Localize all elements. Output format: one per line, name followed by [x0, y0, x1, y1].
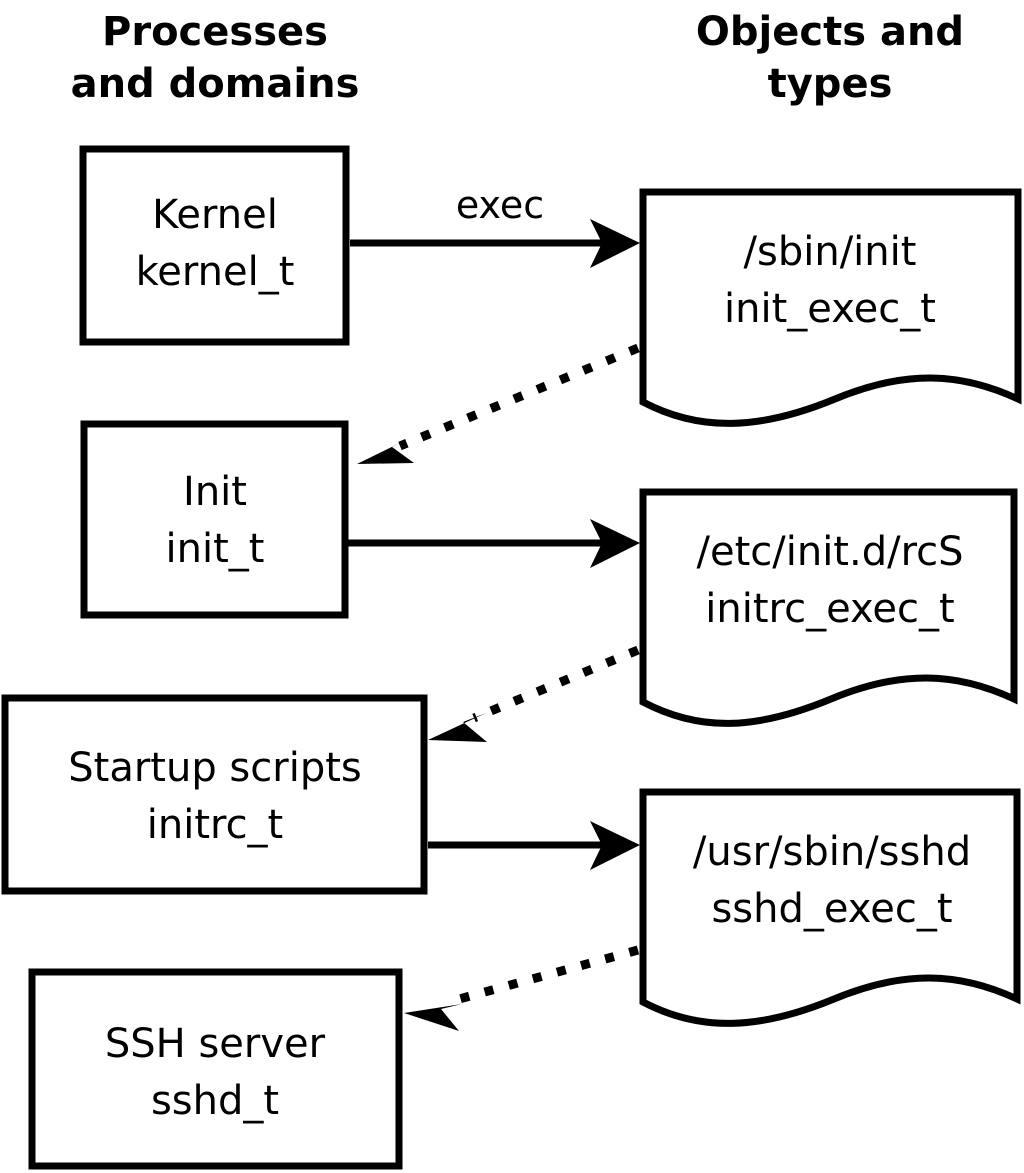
edge-init-exec-transitions-init-line [398, 343, 640, 451]
object-node-sbin-init-line2: init_exec_t [724, 286, 936, 332]
process-node-kernel-fill [83, 149, 346, 342]
process-node-startup-scripts-line2: initrc_t [147, 802, 284, 848]
edge-sshd-exec-transitions-sshd [404, 945, 640, 1031]
edge-kernel-execs-init: exec [350, 183, 640, 268]
process-node-startup-scripts-border [1, 694, 428, 895]
object-node-etc-initd-rcs-fill [643, 492, 1014, 724]
edge-initrc-exec-transitions-initrc-line [472, 645, 640, 723]
process-node-kernel-line2: kernel_t [136, 249, 295, 295]
process-node-init-fill [84, 424, 345, 615]
edge-init-exec-transitions-init-arrowhead [357, 437, 414, 464]
object-node-etc-initd-rcs-line1: /etc/init.d/rcS [696, 529, 963, 575]
process-node-ssh-server-line1: SSH server [105, 1021, 326, 1067]
object-node-usr-sbin-sshd-fill [643, 792, 1017, 1024]
object-node-usr-sbin-sshd[interactable]: /usr/sbin/sshd sshd_exec_t [639, 788, 1021, 1027]
process-node-startup-scripts[interactable]: Startup scripts initrc_t [1, 694, 428, 895]
edge-init-execs-initrc-exec-arrowhead [590, 519, 640, 568]
process-node-init[interactable]: Init init_t [80, 420, 349, 619]
edge-sshd-exec-transitions-sshd-line [450, 945, 640, 1006]
edge-initrc-execs-sshd-exec [428, 821, 640, 870]
object-node-sbin-init[interactable]: /sbin/init init_exec_t [639, 188, 1022, 427]
object-node-sbin-init-border [639, 188, 1022, 427]
process-node-startup-scripts-line1: Startup scripts [68, 745, 361, 791]
column-header-processes-line1: Processes [102, 9, 328, 55]
process-node-ssh-server-fill [32, 972, 399, 1166]
process-node-kernel-border [79, 145, 350, 346]
process-node-ssh-server[interactable]: SSH server sshd_t [28, 968, 403, 1170]
object-node-etc-initd-rcs-border [639, 488, 1018, 727]
edge-init-execs-initrc-exec [348, 519, 640, 568]
object-node-usr-sbin-sshd-line2: sshd_exec_t [711, 886, 952, 932]
object-node-etc-initd-rcs-line2: initrc_exec_t [705, 586, 954, 632]
object-node-sbin-init-fill [643, 192, 1018, 424]
column-header-objects-line1: Objects and [696, 9, 964, 55]
object-node-sbin-init-line1: /sbin/init [744, 229, 917, 275]
column-header-objects: Objects and types [696, 9, 964, 107]
process-node-init-border [80, 420, 349, 619]
object-node-usr-sbin-sshd-line1: /usr/sbin/sshd [693, 829, 971, 875]
column-header-processes-line2: and domains [71, 61, 360, 107]
process-node-ssh-server-border [28, 968, 403, 1170]
process-node-ssh-server-line2: sshd_t [151, 1078, 279, 1124]
column-header-objects-line2: types [768, 61, 893, 107]
edge-kernel-execs-init-arrowhead [590, 219, 640, 268]
object-node-etc-initd-rcs[interactable]: /etc/init.d/rcS initrc_exec_t [639, 488, 1018, 727]
process-node-kernel-line1: Kernel [152, 192, 278, 238]
object-node-usr-sbin-sshd-border [639, 788, 1021, 1027]
edge-init-exec-transitions-init [357, 343, 640, 464]
edge-sshd-exec-transitions-sshd-arrowhead [404, 1004, 462, 1031]
edge-label-exec: exec [456, 183, 544, 227]
column-header-processes: Processes and domains [71, 9, 360, 107]
process-node-startup-scripts-fill [5, 698, 424, 891]
edge-initrc-exec-transitions-initrc [428, 645, 640, 742]
process-node-kernel[interactable]: Kernel kernel_t [79, 145, 350, 346]
process-node-init-line1: Init [183, 469, 247, 515]
process-node-init-line2: init_t [166, 526, 265, 572]
edge-initrc-execs-sshd-exec-arrowhead [590, 821, 640, 870]
edge-initrc-exec-transitions-initrc-arrowhead [428, 713, 487, 742]
